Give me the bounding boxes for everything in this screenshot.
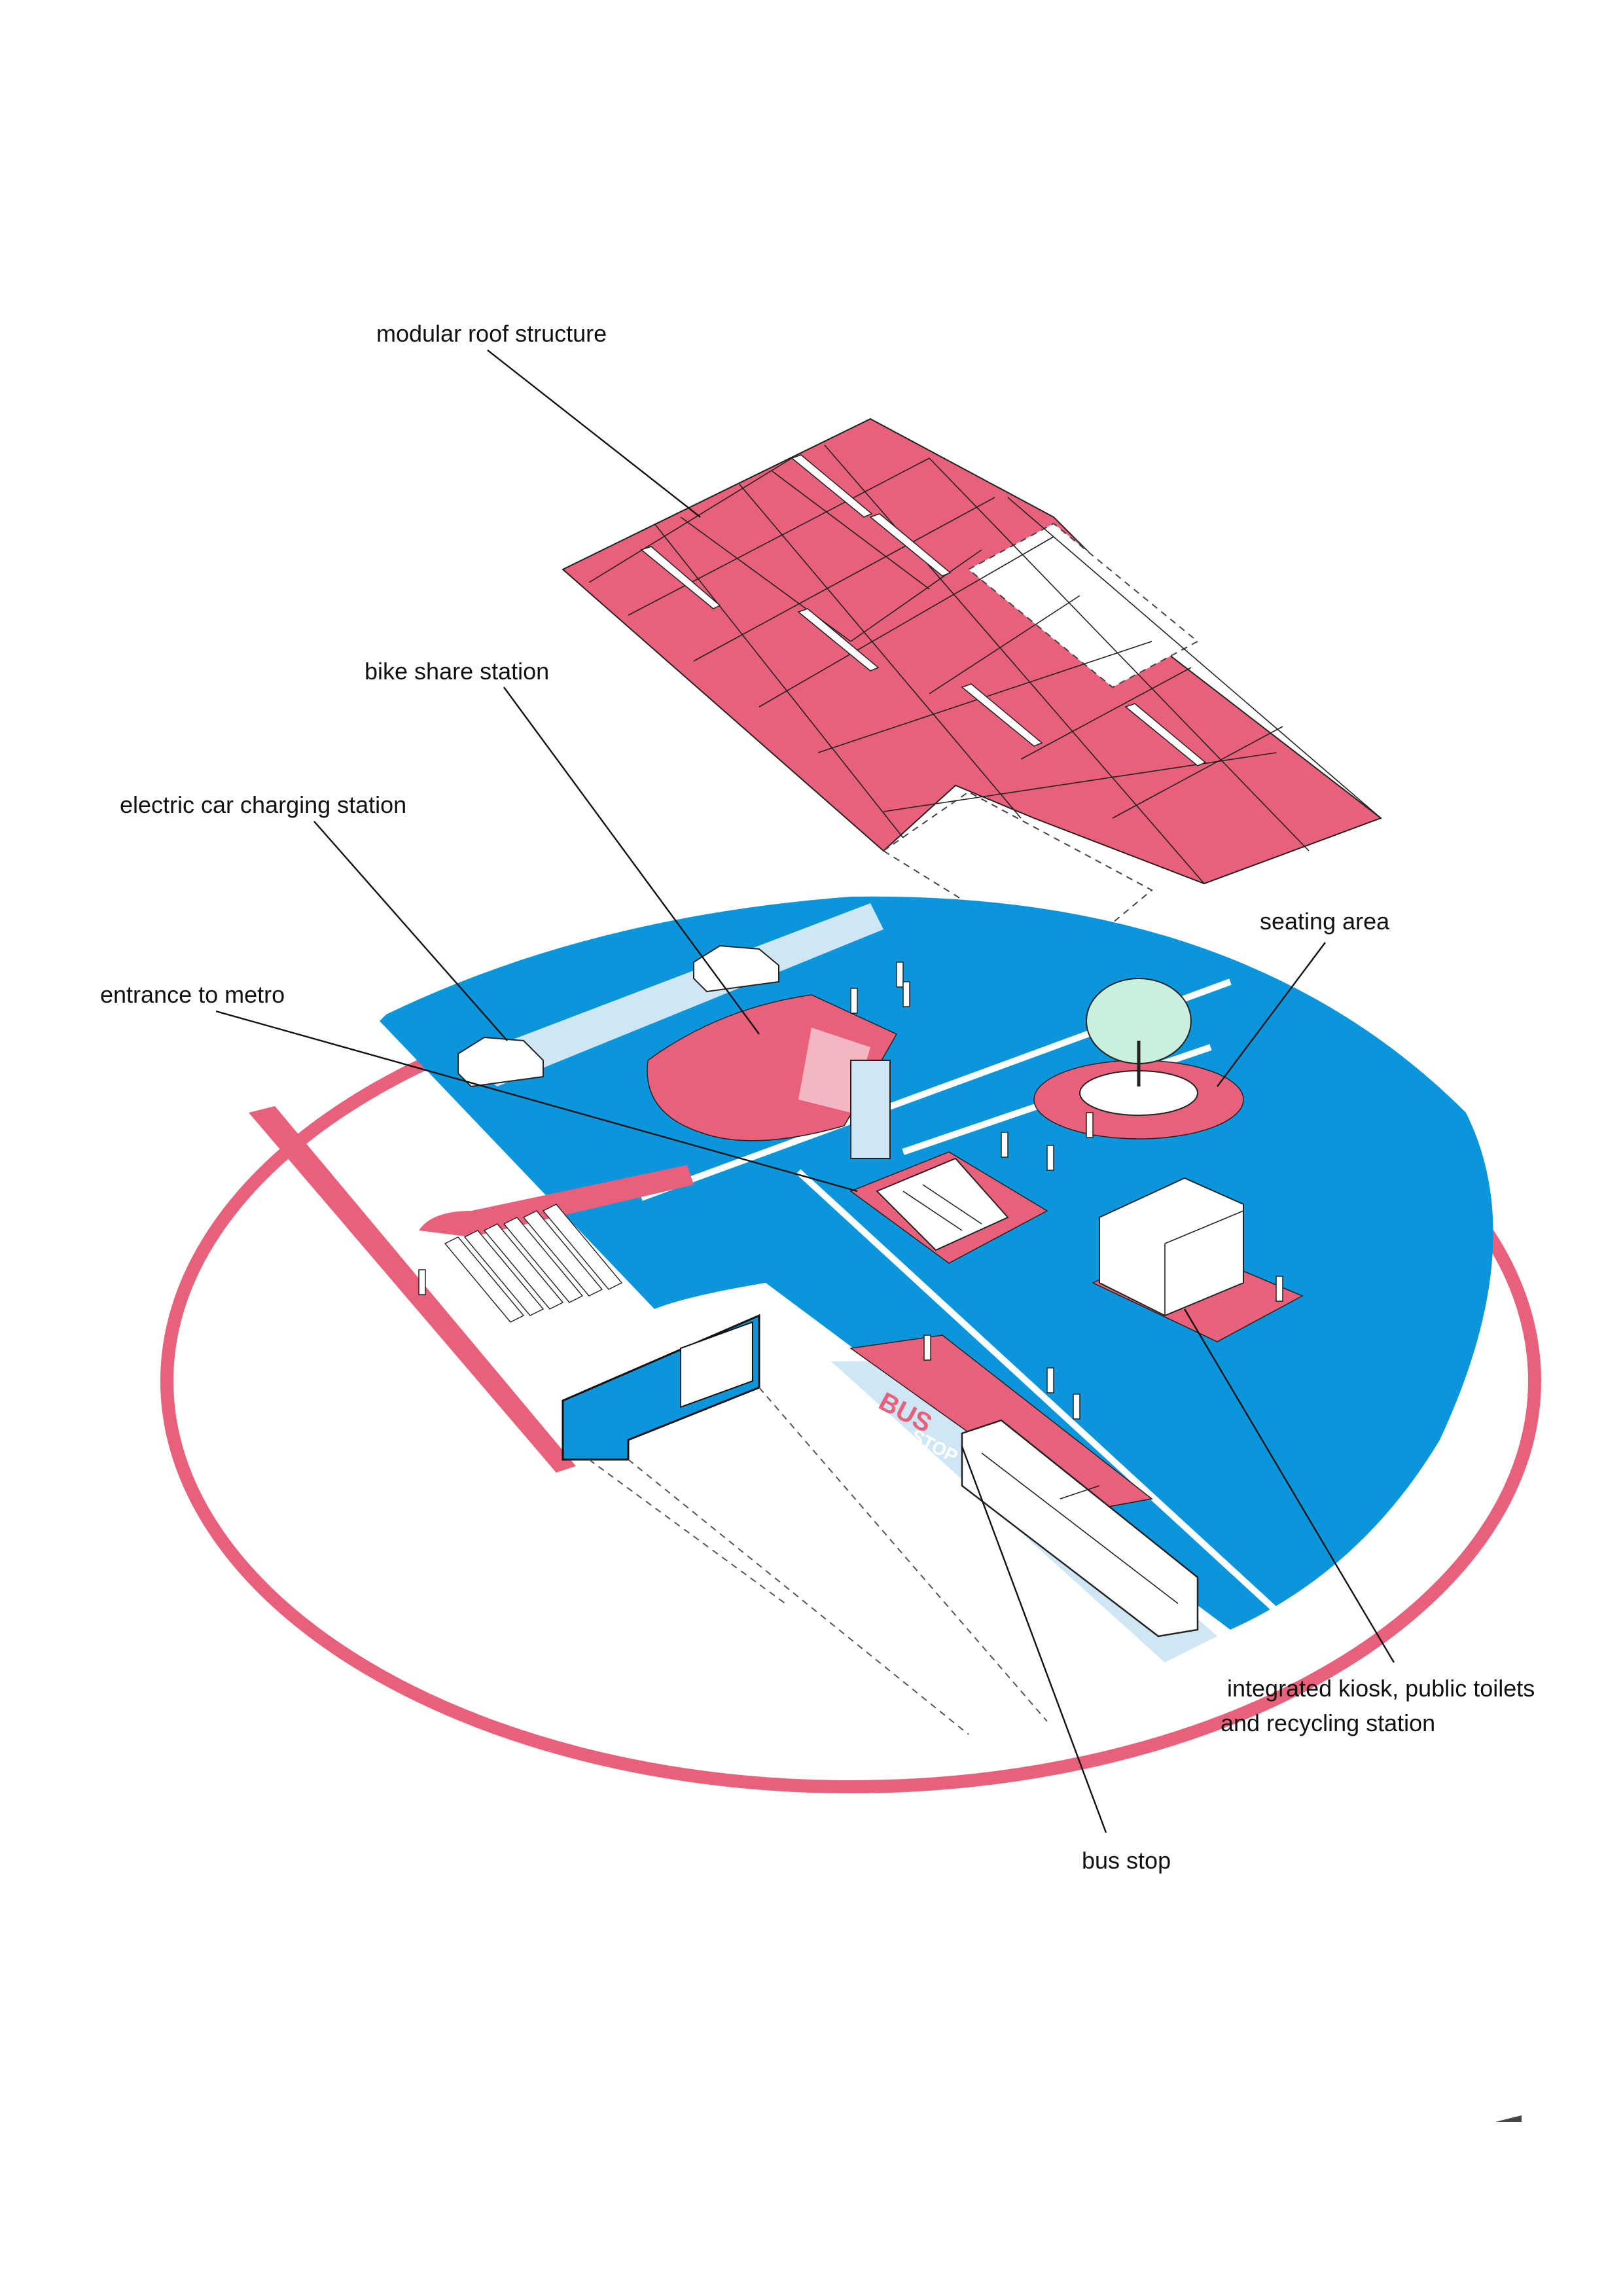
cycle-track-branch xyxy=(419,1165,694,1237)
car-right xyxy=(693,944,779,993)
roof-slits xyxy=(640,454,1207,766)
charging-lane xyxy=(458,903,883,1086)
leader-lines xyxy=(215,350,1395,1833)
metro-tunnel-section xyxy=(562,1314,760,1461)
leader-bike xyxy=(503,687,760,1035)
figures xyxy=(418,961,1283,1420)
label-kiosk-line2: and recycling station xyxy=(1221,1710,1435,1736)
car-left xyxy=(457,1036,544,1088)
label-metro-entrance: entrance to metro xyxy=(100,981,285,1008)
label-modular-roof: modular roof structure xyxy=(376,320,607,347)
info-totem xyxy=(850,1060,891,1159)
leader-kiosk xyxy=(1183,1308,1395,1663)
north-arrow-icon xyxy=(1495,2115,1522,2122)
cycle-track xyxy=(249,1106,576,1473)
label-bike-share: bike share station xyxy=(365,658,549,685)
modular-roof xyxy=(562,418,1383,957)
leader-metro xyxy=(215,1010,858,1193)
metro-entrance xyxy=(849,1151,1048,1264)
labels: modular roof structure bike share statio… xyxy=(100,320,1535,1874)
leader-roof xyxy=(487,350,701,518)
label-kiosk-line1: integrated kiosk, public toilets xyxy=(1227,1675,1535,1702)
underground-dashed-lines xyxy=(588,1387,1048,1735)
label-seating-area: seating area xyxy=(1260,908,1390,935)
kiosk-platform xyxy=(1092,1177,1304,1342)
leader-bus-stop xyxy=(961,1446,1107,1833)
articulated-bus xyxy=(961,1419,1199,1638)
leader-seating xyxy=(1217,942,1326,1087)
parked-cars xyxy=(457,944,779,1088)
label-bus-stop: bus stop xyxy=(1082,1847,1171,1874)
zebra-crossing xyxy=(444,1204,623,1323)
kiosk-building xyxy=(1099,1177,1244,1317)
label-charging-station: electric car charging station xyxy=(120,791,406,818)
bike-share-platform xyxy=(647,994,898,1159)
leader-charging xyxy=(313,821,508,1041)
roof-facet-lines xyxy=(562,418,1382,884)
roof-open-tiles-upper xyxy=(967,522,1199,689)
